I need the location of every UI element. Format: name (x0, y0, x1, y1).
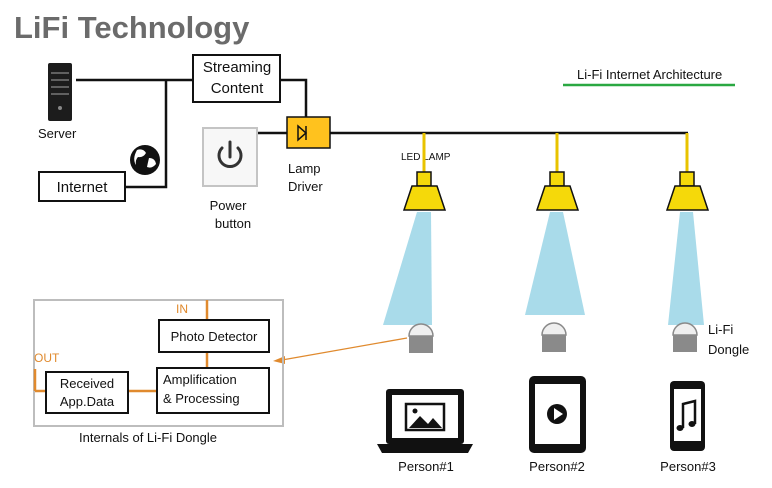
amplification-box (156, 367, 270, 414)
out-label: OUT (34, 351, 60, 365)
person-label: Person#3 (660, 459, 716, 474)
received-label-line2: App.Data (60, 394, 115, 409)
dongle-label-line1: Li-Fi (708, 322, 733, 337)
diagram-title: LiFi Technology (14, 10, 250, 45)
internet-box (38, 171, 126, 202)
power-icon (217, 140, 243, 168)
led-lamp-label: LED LAMP (401, 152, 451, 163)
lamp-driver (286, 116, 331, 149)
internals-panel (33, 299, 284, 427)
internals-caption: Internals of Li-Fi Dongle (79, 430, 217, 445)
server-icon (48, 63, 72, 121)
received-data-box (45, 371, 129, 414)
globe-icon (130, 145, 160, 175)
internals-wires (33, 300, 209, 393)
power-label-line2: button (215, 216, 251, 231)
architecture-label: Li-Fi Internet Architecture (577, 67, 722, 82)
streaming-content-box (192, 54, 281, 103)
amplification-label-line2: & Processing (163, 391, 240, 406)
person-label: Person#1 (398, 459, 454, 474)
dongle-icon (672, 322, 698, 352)
power-label-line1: Power (210, 198, 248, 213)
server-label: Server (38, 126, 77, 141)
phone-icon (670, 381, 705, 451)
network-wires (76, 78, 688, 189)
amplification-label-line1: Amplification (163, 372, 237, 387)
in-label: IN (176, 302, 188, 316)
streaming-label-line2: Content (211, 80, 264, 97)
person-label: Person#2 (529, 459, 585, 474)
dongle-to-internals-arrow (281, 337, 408, 361)
received-label-line1: Received (60, 376, 114, 391)
laptop-icon (377, 389, 473, 453)
led-lamp-icon (525, 133, 585, 315)
tablet-icon (529, 376, 586, 453)
dongle-label-line2: Dongle (708, 342, 749, 357)
streaming-label-line1: Streaming (203, 59, 271, 76)
driver-label-line1: Lamp (288, 161, 321, 176)
led-lamp-icon (665, 133, 710, 325)
power-button-box (202, 127, 258, 187)
led-lamp-icon (383, 133, 447, 325)
dongle-icon (408, 323, 434, 353)
driver-label-line2: Driver (288, 179, 323, 194)
dongle-icon (541, 322, 567, 352)
photo-detector-label: Photo Detector (171, 329, 258, 344)
internet-label: Internet (57, 179, 109, 196)
photo-detector-box (158, 319, 270, 353)
